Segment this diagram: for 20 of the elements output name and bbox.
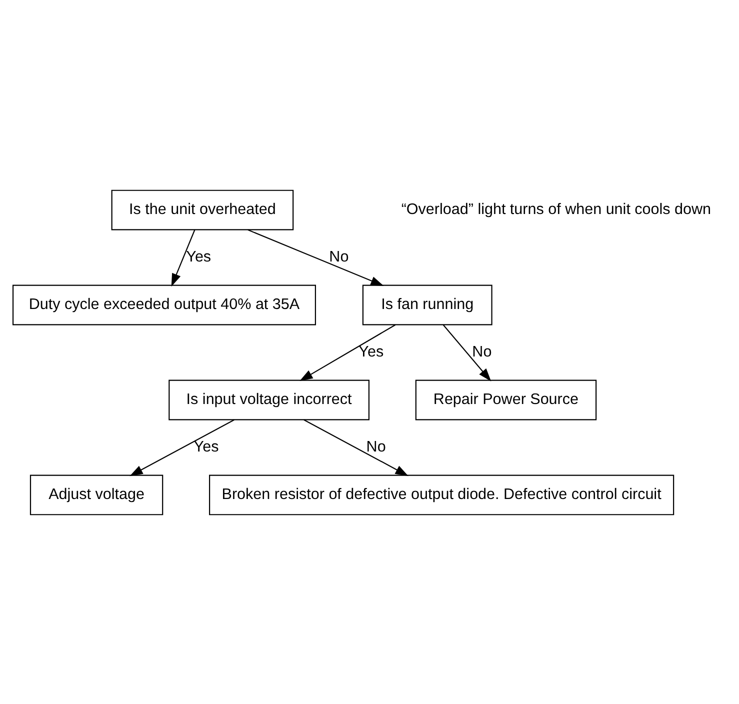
edge-label: Yes [358,343,384,360]
label: “Overload” light turns of when unit cools down [401,200,712,218]
node-box: Is the unit overheated [111,189,294,230]
edge-label: Yes [186,248,212,266]
edge-label: No [472,343,492,360]
node-box: Repair Power Source [415,379,597,420]
node-box: Is input voltage incorrect [168,379,370,420]
node-box: Adjust voltage [30,474,164,515]
node-box: Is fan running [362,284,492,325]
arrow [130,418,234,476]
arrow [171,229,196,286]
arrow [304,418,408,476]
edge-label: Yes [194,438,219,456]
node-box: Duty cycle exceeded output 40% at 35A [12,284,316,325]
arrow [248,228,384,286]
node-box: Broken resistor of defective output diode. Defective control circuit [209,474,674,515]
arrow [442,324,492,381]
arrow [300,324,396,380]
edge-label: No [366,438,386,456]
edge-label: No [329,248,349,266]
